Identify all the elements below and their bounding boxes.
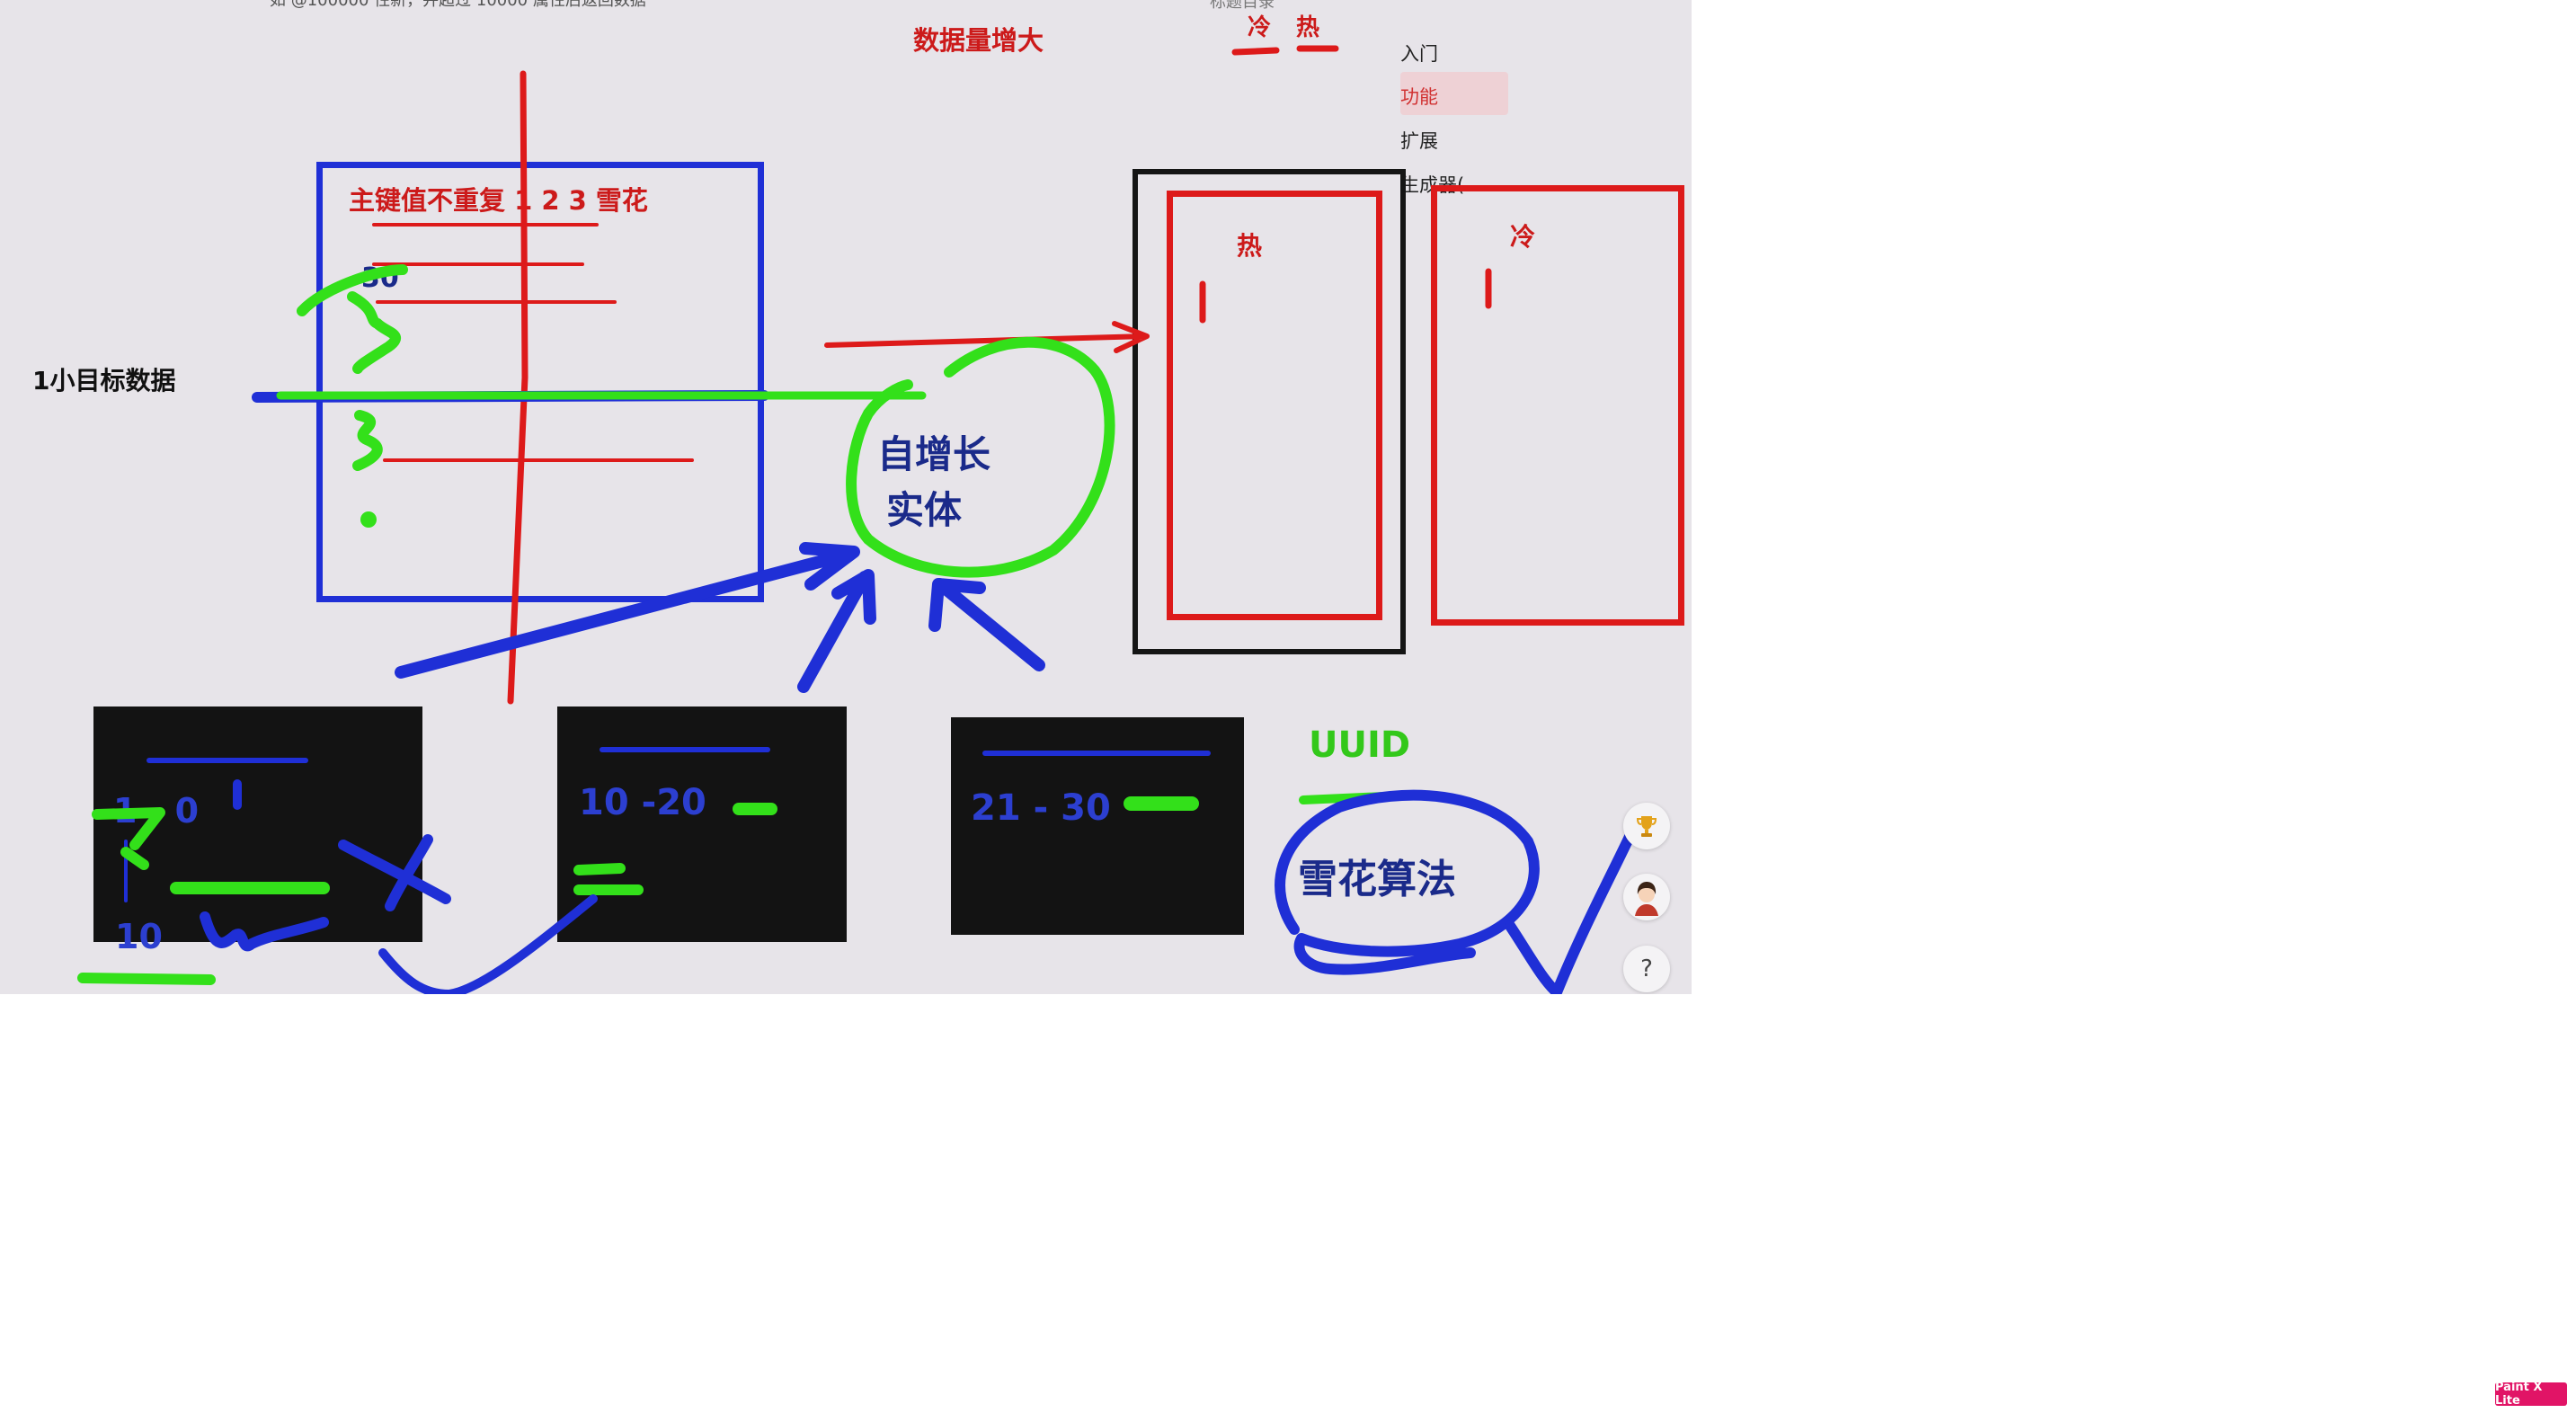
cold-label: 冷 [1248,14,1272,41]
small-data-label: 1小目标数据 [32,366,176,395]
blue-check-large [1505,822,1639,994]
menu-item-extensions[interactable]: 扩展 [1400,130,1438,152]
blue-arrow-1 [395,542,860,679]
menu-item-intro[interactable]: 入门 [1400,43,1438,65]
blue-arrow-3 [928,578,1045,671]
outline-title: 标题目录 [1210,0,1275,12]
more-icon[interactable]: ··· [1481,0,1502,11]
hot-storage-box [1167,191,1382,620]
paint-x-lite-badge[interactable]: Paint X Lite [2495,1381,2567,1408]
range-panel-2 [557,706,847,942]
panel1-green-mark [92,807,165,870]
help-button[interactable]: ? [1623,946,1670,992]
snowflake-algorithm-label: 雪花算法 [1298,857,1456,902]
panel1-green-underline [77,973,216,985]
blue-cross [338,834,451,911]
panel1-bottom-text: 10 [115,917,163,956]
blue-check-small [378,894,598,994]
blue-arrow-2 [797,569,876,693]
auto-increment-label: 自增长 [877,432,991,476]
hot-storage-frame [1133,169,1406,654]
menu-item-features[interactable]: 功能 [1400,86,1438,108]
pk-title: 主键值不重复 1 2 3 雪花 [349,185,648,216]
green-circle-entity [846,336,1115,578]
red-arrow [824,321,1150,353]
hot-box-label: 热 [1237,231,1263,261]
primary-key-table-box [316,162,764,602]
red-dash-1 [1231,47,1280,56]
whiteboard-canvas[interactable]: 如 @100000 性新，并超过 10000 属性后返回数据 标题目录 ··· … [0,0,1692,994]
uuid-label: UUID [1309,724,1411,766]
data-growth-label: 数据量增大 [913,25,1044,56]
trophy-icon [1636,816,1657,837]
panel2-equals [573,863,644,895]
trophy-button[interactable] [1623,803,1670,849]
cold-storage-box [1431,185,1684,626]
green-dot [360,511,377,528]
cold-box-label: 冷 [1510,222,1536,252]
top-cut-text: 如 @100000 性新，并超过 10000 属性后返回数据 [270,0,646,10]
panel2-text: 10 -20 [579,782,706,823]
red-vertical-line [507,70,529,705]
blue-scribble [200,911,329,952]
menu-item-active-bg [1400,72,1508,115]
green-squiggle-2 [352,410,383,471]
blue-circle-snowflake [1275,789,1540,975]
avatar[interactable] [1623,874,1670,920]
hot-label: 热 [1296,14,1320,41]
pen-annotations [77,45,1639,994]
green-squiggle-1 [297,264,408,374]
panel3-text: 21 - 30 [971,787,1111,829]
help-icon: ? [1640,955,1653,982]
avatar-icon [1627,877,1666,917]
entity-label: 实体 [886,488,963,532]
